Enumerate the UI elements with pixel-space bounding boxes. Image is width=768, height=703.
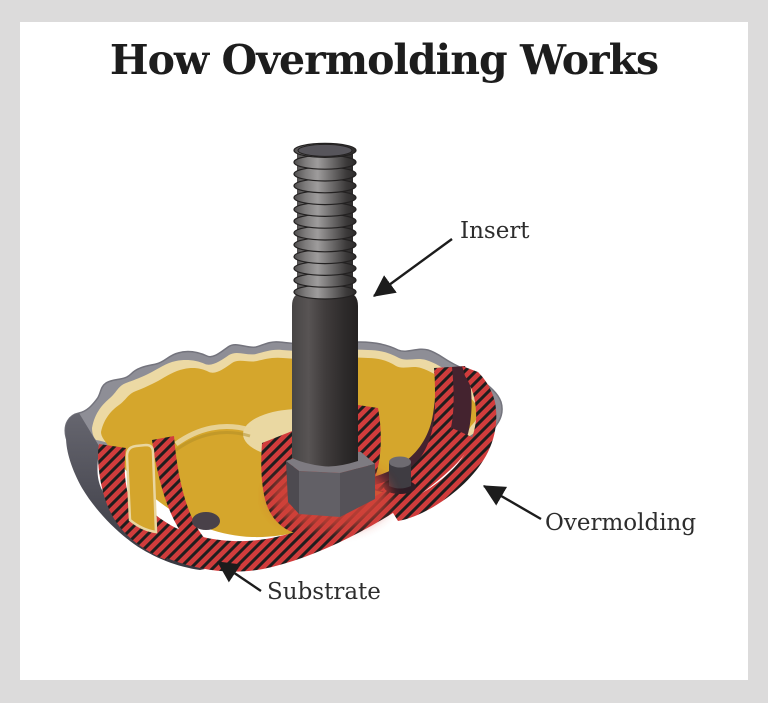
substrate-tongue bbox=[125, 443, 158, 534]
insert-label: Insert bbox=[460, 218, 530, 244]
overmolding-label: Overmolding bbox=[545, 510, 696, 536]
substrate-arrow-icon bbox=[217, 561, 262, 592]
page-title: How Overmolding Works bbox=[109, 36, 659, 84]
stud-body bbox=[389, 462, 411, 489]
bolt-threads bbox=[293, 142, 357, 300]
overmold-left-inner-wall bbox=[152, 436, 214, 562]
hex-front-face bbox=[299, 471, 340, 517]
overmold-bottom-band bbox=[146, 428, 474, 572]
substrate-hole bbox=[192, 512, 220, 530]
bolt-shaft bbox=[292, 293, 358, 467]
stud bbox=[384, 456, 416, 494]
stud-top bbox=[389, 456, 411, 468]
hex-right-face bbox=[340, 464, 375, 517]
overmold-left-outer-wall bbox=[98, 444, 172, 560]
overmold-right-outer-wall bbox=[390, 366, 497, 521]
insert-arrow-icon bbox=[373, 238, 453, 297]
substrate-label: Substrate bbox=[267, 579, 381, 605]
bolt-top-cap bbox=[297, 143, 353, 157]
bowl-wall-lip-shadow bbox=[175, 430, 251, 452]
overmolding-arrow-icon bbox=[482, 484, 542, 521]
hex-left-face bbox=[286, 461, 299, 514]
annotations bbox=[217, 238, 542, 592]
bowl-wall-lip bbox=[174, 423, 251, 447]
overmold-right-inner-wall bbox=[370, 367, 454, 491]
insert-bolt bbox=[270, 142, 390, 530]
annotation-labels: Insert Overmolding Substrate bbox=[267, 218, 696, 605]
